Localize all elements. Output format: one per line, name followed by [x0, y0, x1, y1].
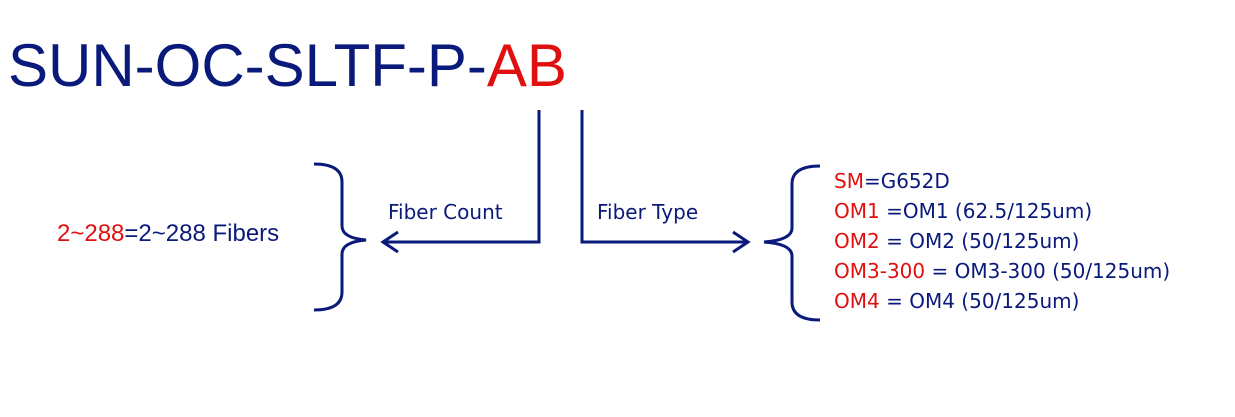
fiber-count-text: =2~288 Fibers	[124, 220, 280, 247]
part-number-suffix: AB	[486, 32, 567, 99]
fiber-type-code: SM	[834, 169, 864, 193]
fiber-type-code: OM2	[834, 229, 880, 253]
fiber-type-item: SM=G652D	[834, 166, 1170, 196]
fiber-type-connector-line	[580, 110, 747, 244]
fiber-count-label: Fiber Count	[388, 200, 503, 224]
fiber-type-item: OM4 = OM4 (50/125um)	[834, 286, 1170, 316]
fiber-type-list: SM=G652D OM1 =OM1 (62.5/125um) OM2 = OM2…	[834, 166, 1170, 316]
fiber-type-description: =G652D	[863, 169, 950, 193]
fiber-count-description: 2~288=2~288 Fibers	[57, 222, 279, 246]
fiber-count-connector-line	[384, 110, 541, 244]
fiber-type-arrowhead	[732, 230, 751, 254]
fiber-type-item: OM3-300 = OM3-300 (50/125um)	[834, 256, 1170, 286]
fiber-type-label: Fiber Type	[597, 200, 699, 224]
fiber-type-code: OM1	[834, 199, 880, 223]
fiber-type-brace	[763, 164, 821, 322]
part-number-title: SUN-OC-SLTF-P-AB	[8, 36, 567, 96]
fiber-type-item: OM2 = OM2 (50/125um)	[834, 226, 1170, 256]
fiber-type-item: OM1 =OM1 (62.5/125um)	[834, 196, 1170, 226]
fiber-type-description: = OM4 (50/125um)	[879, 289, 1080, 313]
fiber-count-code: 2~288	[57, 220, 125, 247]
fiber-type-description: = OM2 (50/125um)	[879, 229, 1080, 253]
fiber-type-code: OM3-300	[834, 259, 926, 283]
part-number-prefix: SUN-OC-SLTF-P-	[8, 32, 487, 99]
fiber-count-arrowhead	[380, 230, 399, 254]
fiber-count-brace	[313, 162, 367, 312]
fiber-type-code: OM4	[834, 289, 880, 313]
fiber-type-description: =OM1 (62.5/125um)	[879, 199, 1093, 223]
fiber-type-description: = OM3-300 (50/125um)	[925, 259, 1171, 283]
